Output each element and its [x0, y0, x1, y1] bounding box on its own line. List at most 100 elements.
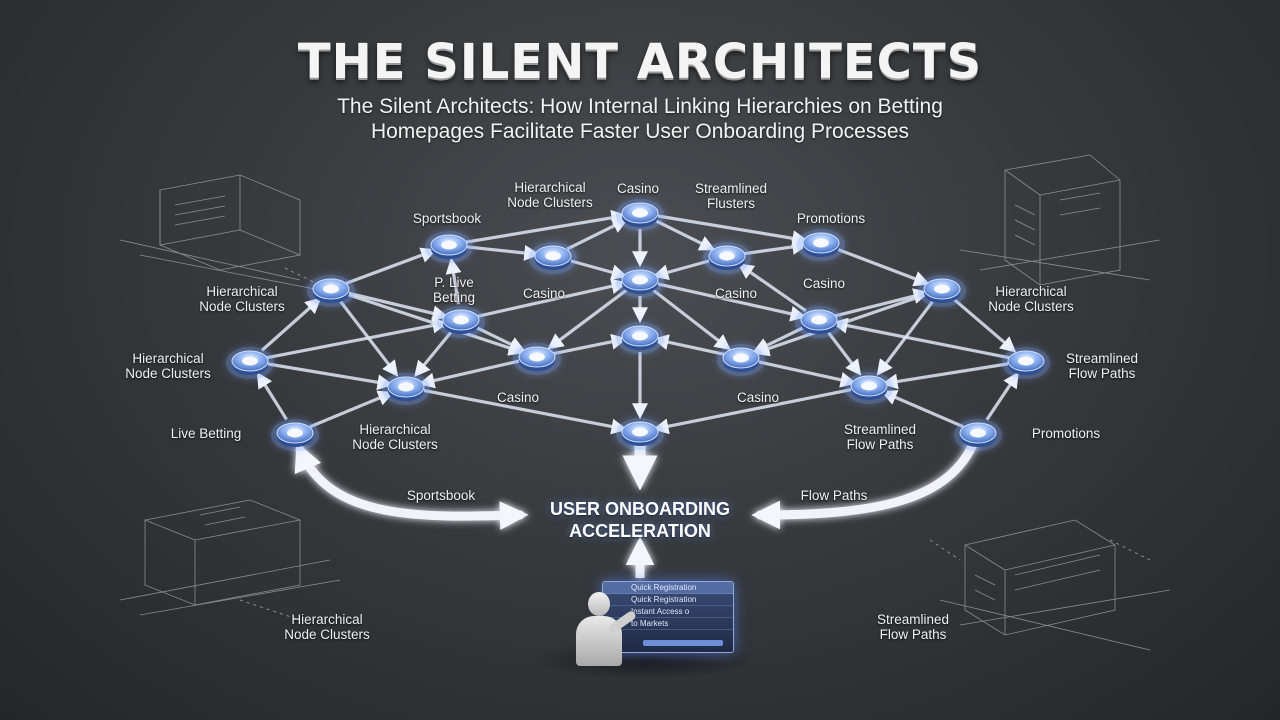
- node-core: [1018, 356, 1034, 366]
- edge-arrow: [651, 288, 731, 351]
- edge-arrow: [445, 257, 462, 305]
- subtitle-line-2: Homepages Facilitate Faster User Onboard…: [370, 120, 910, 143]
- node-core: [398, 382, 414, 392]
- edge-arrow: [953, 298, 1017, 353]
- label-live-betting: Live Betting: [170, 426, 242, 441]
- panel-button[interactable]: [643, 640, 723, 646]
- edge-arrow: [418, 359, 522, 389]
- edge-arrow: [552, 333, 628, 356]
- network-node: [616, 322, 664, 354]
- edge-arrow: [742, 239, 809, 256]
- edge-arrow: [345, 247, 438, 285]
- edge-arrow: [880, 390, 964, 429]
- network-node: [918, 275, 966, 307]
- edge-arrow: [567, 258, 628, 281]
- node-core: [632, 208, 648, 218]
- edge-arrow: [827, 331, 862, 376]
- edge-arrow: [346, 291, 449, 322]
- edge-arrow: [831, 317, 1011, 360]
- node-core: [733, 353, 749, 363]
- node-core: [632, 275, 648, 285]
- node-core: [287, 428, 303, 438]
- label-casino-right-top: Casino: [802, 276, 846, 291]
- wireframe-building-top-right: [959, 154, 1161, 286]
- label-casino-top: Casino: [616, 181, 660, 196]
- panel-row-markets[interactable]: to Markets: [603, 618, 733, 630]
- edge-arrow: [265, 362, 394, 391]
- panel-row-registration-2[interactable]: Quick Registration: [603, 594, 733, 606]
- subtitle-line-1: The Silent Architects: How Internal Link…: [337, 95, 943, 118]
- network-node: [437, 306, 485, 338]
- edge-layer: [256, 209, 1019, 435]
- network-node: [307, 275, 355, 307]
- label-promotions-top: Promotions: [796, 211, 866, 226]
- user-head: [588, 592, 610, 616]
- node-core: [861, 381, 877, 391]
- edge-arrow: [547, 288, 629, 350]
- network-node: [425, 231, 473, 263]
- network-node: [954, 419, 1002, 451]
- user-figure-icon: [574, 592, 638, 674]
- network-node: [616, 266, 664, 298]
- node-core: [545, 251, 561, 261]
- label-casino-low-left: Casino: [496, 390, 540, 405]
- node-core: [323, 284, 339, 294]
- label-casino-mid-left: Casino: [522, 286, 566, 301]
- edge-arrow: [655, 214, 809, 247]
- network-node: [717, 344, 765, 376]
- network-node: [1002, 347, 1050, 379]
- edge-arrow: [652, 258, 713, 281]
- edge-arrow: [881, 361, 1011, 390]
- edge-arrow: [421, 388, 628, 435]
- panel-row-registration-1[interactable]: Quick Registration: [603, 582, 733, 594]
- node-core: [453, 315, 469, 325]
- label-promotions-right: Promotions: [1031, 426, 1101, 441]
- edge-arrow: [566, 218, 629, 251]
- node-core: [441, 240, 457, 250]
- edge-arrow: [256, 371, 288, 421]
- edge-arrow: [309, 390, 395, 429]
- right-curved-arrow: [751, 435, 980, 530]
- label-sportsbook-top: Sportsbook: [412, 211, 482, 226]
- node-core: [632, 331, 648, 341]
- edge-arrow: [985, 371, 1019, 421]
- node-core: [242, 356, 258, 366]
- network-node: [616, 418, 664, 450]
- wireframe-building-bottom-left: [119, 499, 341, 616]
- network-node: [797, 229, 845, 261]
- network-node: [795, 306, 843, 338]
- edge-arrow: [260, 297, 322, 352]
- node-layer: [226, 199, 1050, 451]
- wireframe-building-bottom-right: [939, 519, 1171, 651]
- label-casino-low-right: Casino: [736, 390, 780, 405]
- left-curved-arrow: [294, 442, 529, 530]
- network-node: [271, 419, 319, 451]
- panel-row-instant-access[interactable]: Instant Access o: [603, 606, 733, 618]
- network-node: [529, 242, 577, 274]
- network-node: [616, 199, 664, 231]
- edge-arrow: [265, 317, 449, 360]
- edge-arrow: [414, 331, 453, 378]
- node-core: [970, 428, 986, 438]
- edge-arrow: [737, 263, 807, 313]
- edge-arrow: [756, 359, 857, 388]
- edge-arrow: [345, 292, 525, 356]
- edge-arrow: [653, 218, 716, 251]
- node-core: [934, 284, 950, 294]
- network-node: [703, 242, 751, 274]
- edge-arrow: [655, 281, 807, 322]
- page-title: THE SILENT ARCHITECTS: [297, 34, 983, 90]
